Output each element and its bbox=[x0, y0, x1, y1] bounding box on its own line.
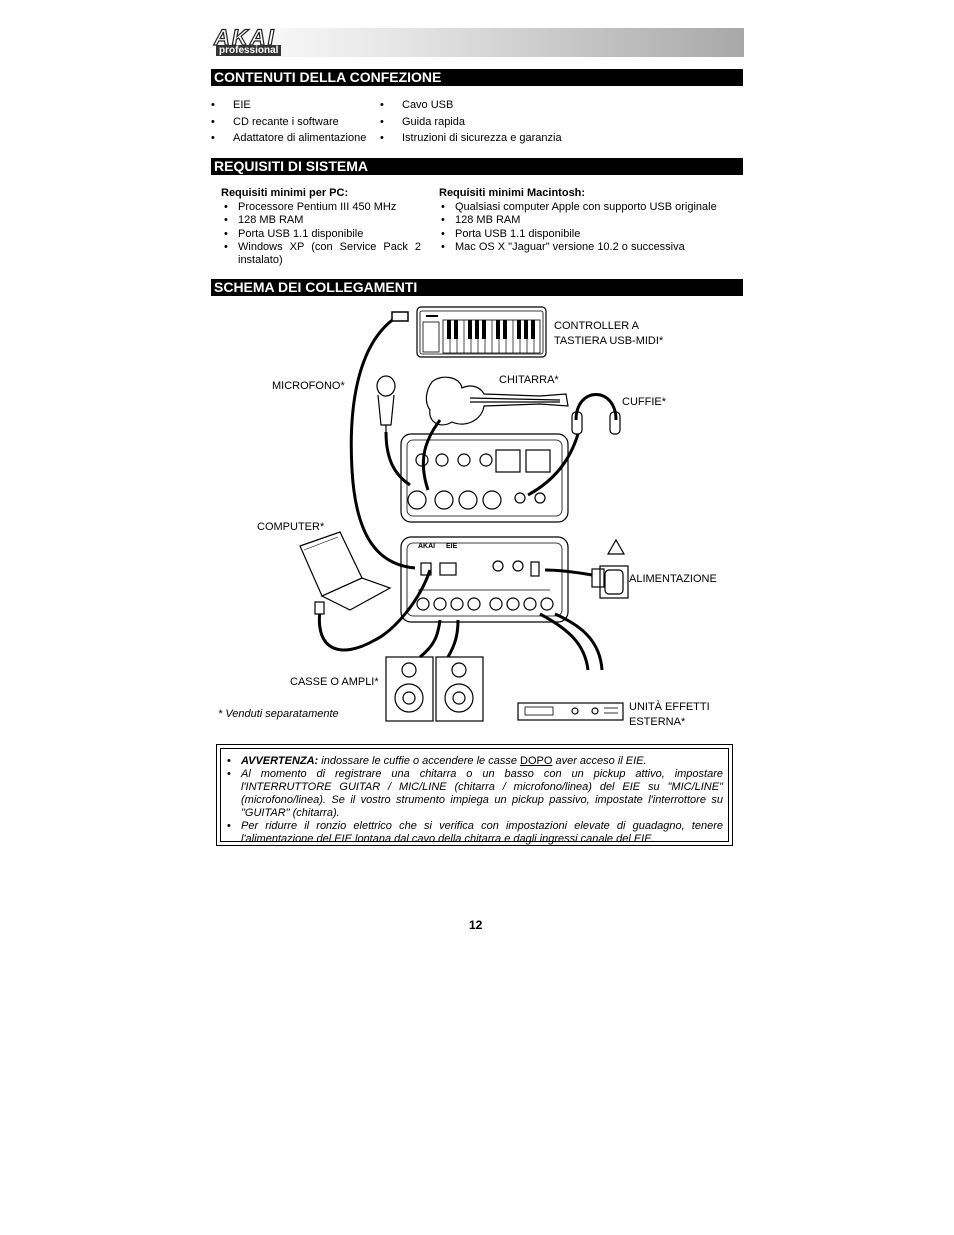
contents-item-4: Cavo USB bbox=[380, 99, 454, 112]
header-bar bbox=[211, 28, 744, 57]
warning-text-a: indossare le cuffie o accendere le casse bbox=[318, 755, 520, 767]
microphone-icon bbox=[376, 375, 396, 432]
contents-item-6: Istruzioni di sicurezza e garanzia bbox=[380, 132, 562, 145]
contents-item-3: Adattatore di alimentazione bbox=[211, 132, 366, 145]
label-venduti: * Venduti separatamente bbox=[218, 708, 339, 720]
device-model-label: EIE bbox=[446, 543, 458, 550]
warning-bold: AVVERTENZA: bbox=[241, 755, 319, 767]
laptop-icon bbox=[299, 531, 392, 611]
label-alimentazione: ALIMENTAZIONE bbox=[629, 573, 717, 585]
label-casse: CASSE O AMPLI* bbox=[290, 676, 379, 688]
warning-box: AVVERTENZA: indossare le cuffie o accend… bbox=[216, 744, 733, 846]
label-controller-1: CONTROLLER A bbox=[554, 320, 639, 332]
label-chitarra: CHITARRA* bbox=[499, 374, 559, 386]
section-contents-title: CONTENUTI DELLA CONFEZIONE bbox=[211, 69, 743, 86]
pc-req-3: Porta USB 1.1 disponibile bbox=[224, 228, 363, 241]
section-diagram-title: SCHEMA DEI COLLEGAMENTI bbox=[211, 279, 743, 296]
eie-device-rear-icon bbox=[400, 536, 569, 623]
section-requirements-title: REQUISITI DI SISTEMA bbox=[211, 158, 743, 175]
warning-text-b: aver acceso il EIE. bbox=[552, 755, 647, 767]
contents-item-2: CD recante i software bbox=[211, 116, 339, 129]
logo-sub: professional bbox=[216, 45, 282, 56]
device-brand-label: AKAI bbox=[418, 543, 435, 550]
mac-req-1: Qualsiasi computer Apple con supporto US… bbox=[441, 201, 717, 214]
warning-item-3: Per ridurre il ronzio elettrico che si v… bbox=[227, 820, 723, 846]
contents-item-5: Guida rapida bbox=[380, 116, 465, 129]
label-computer: COMPUTER* bbox=[257, 521, 325, 533]
mac-requirements-title: Requisiti minimi Macintosh: bbox=[439, 187, 586, 199]
mac-req-4: Mac OS X "Jaguar" versione 10.2 o succes… bbox=[441, 241, 685, 254]
keyboard-controller-icon bbox=[416, 306, 547, 358]
label-cuffie: CUFFIE* bbox=[622, 396, 666, 408]
contents-item-1: EIE bbox=[211, 99, 250, 112]
speakers-icon bbox=[385, 656, 484, 722]
page-number: 12 bbox=[469, 918, 483, 932]
pc-req-2: 128 MB RAM bbox=[224, 214, 304, 227]
label-effetti-1: UNITÀ EFFETTI bbox=[629, 701, 710, 713]
warning-item-1: AVVERTENZA: indossare le cuffie o accend… bbox=[227, 755, 723, 768]
mac-req-3: Porta USB 1.1 disponibile bbox=[441, 228, 580, 241]
effects-unit-icon bbox=[517, 702, 624, 721]
label-microfono: MICROFONO* bbox=[272, 380, 345, 392]
pc-req-1: Processore Pentium III 450 MHz bbox=[224, 201, 396, 214]
pc-requirements-title: Requisiti minimi per PC: bbox=[221, 187, 349, 199]
power-outlet-icon bbox=[591, 538, 629, 599]
eie-device-top-icon bbox=[400, 433, 569, 523]
warning-item-2: Al momento di registrare una chitarra o … bbox=[227, 768, 723, 820]
pc-req-4: Windows XP (con Service Pack 2 bbox=[224, 241, 421, 254]
akai-logo: AKAI professional bbox=[213, 24, 288, 57]
label-controller-2: TASTIERA USB-MIDI* bbox=[554, 335, 664, 347]
label-effetti-2: ESTERNA* bbox=[629, 716, 686, 728]
warning-underlined: DOPO bbox=[520, 755, 553, 767]
pc-req-4-cont: instalato) bbox=[238, 254, 283, 266]
headphones-icon bbox=[571, 393, 621, 435]
warning-list: AVVERTENZA: indossare le cuffie o accend… bbox=[227, 755, 723, 846]
mac-req-2: 128 MB RAM bbox=[441, 214, 521, 227]
